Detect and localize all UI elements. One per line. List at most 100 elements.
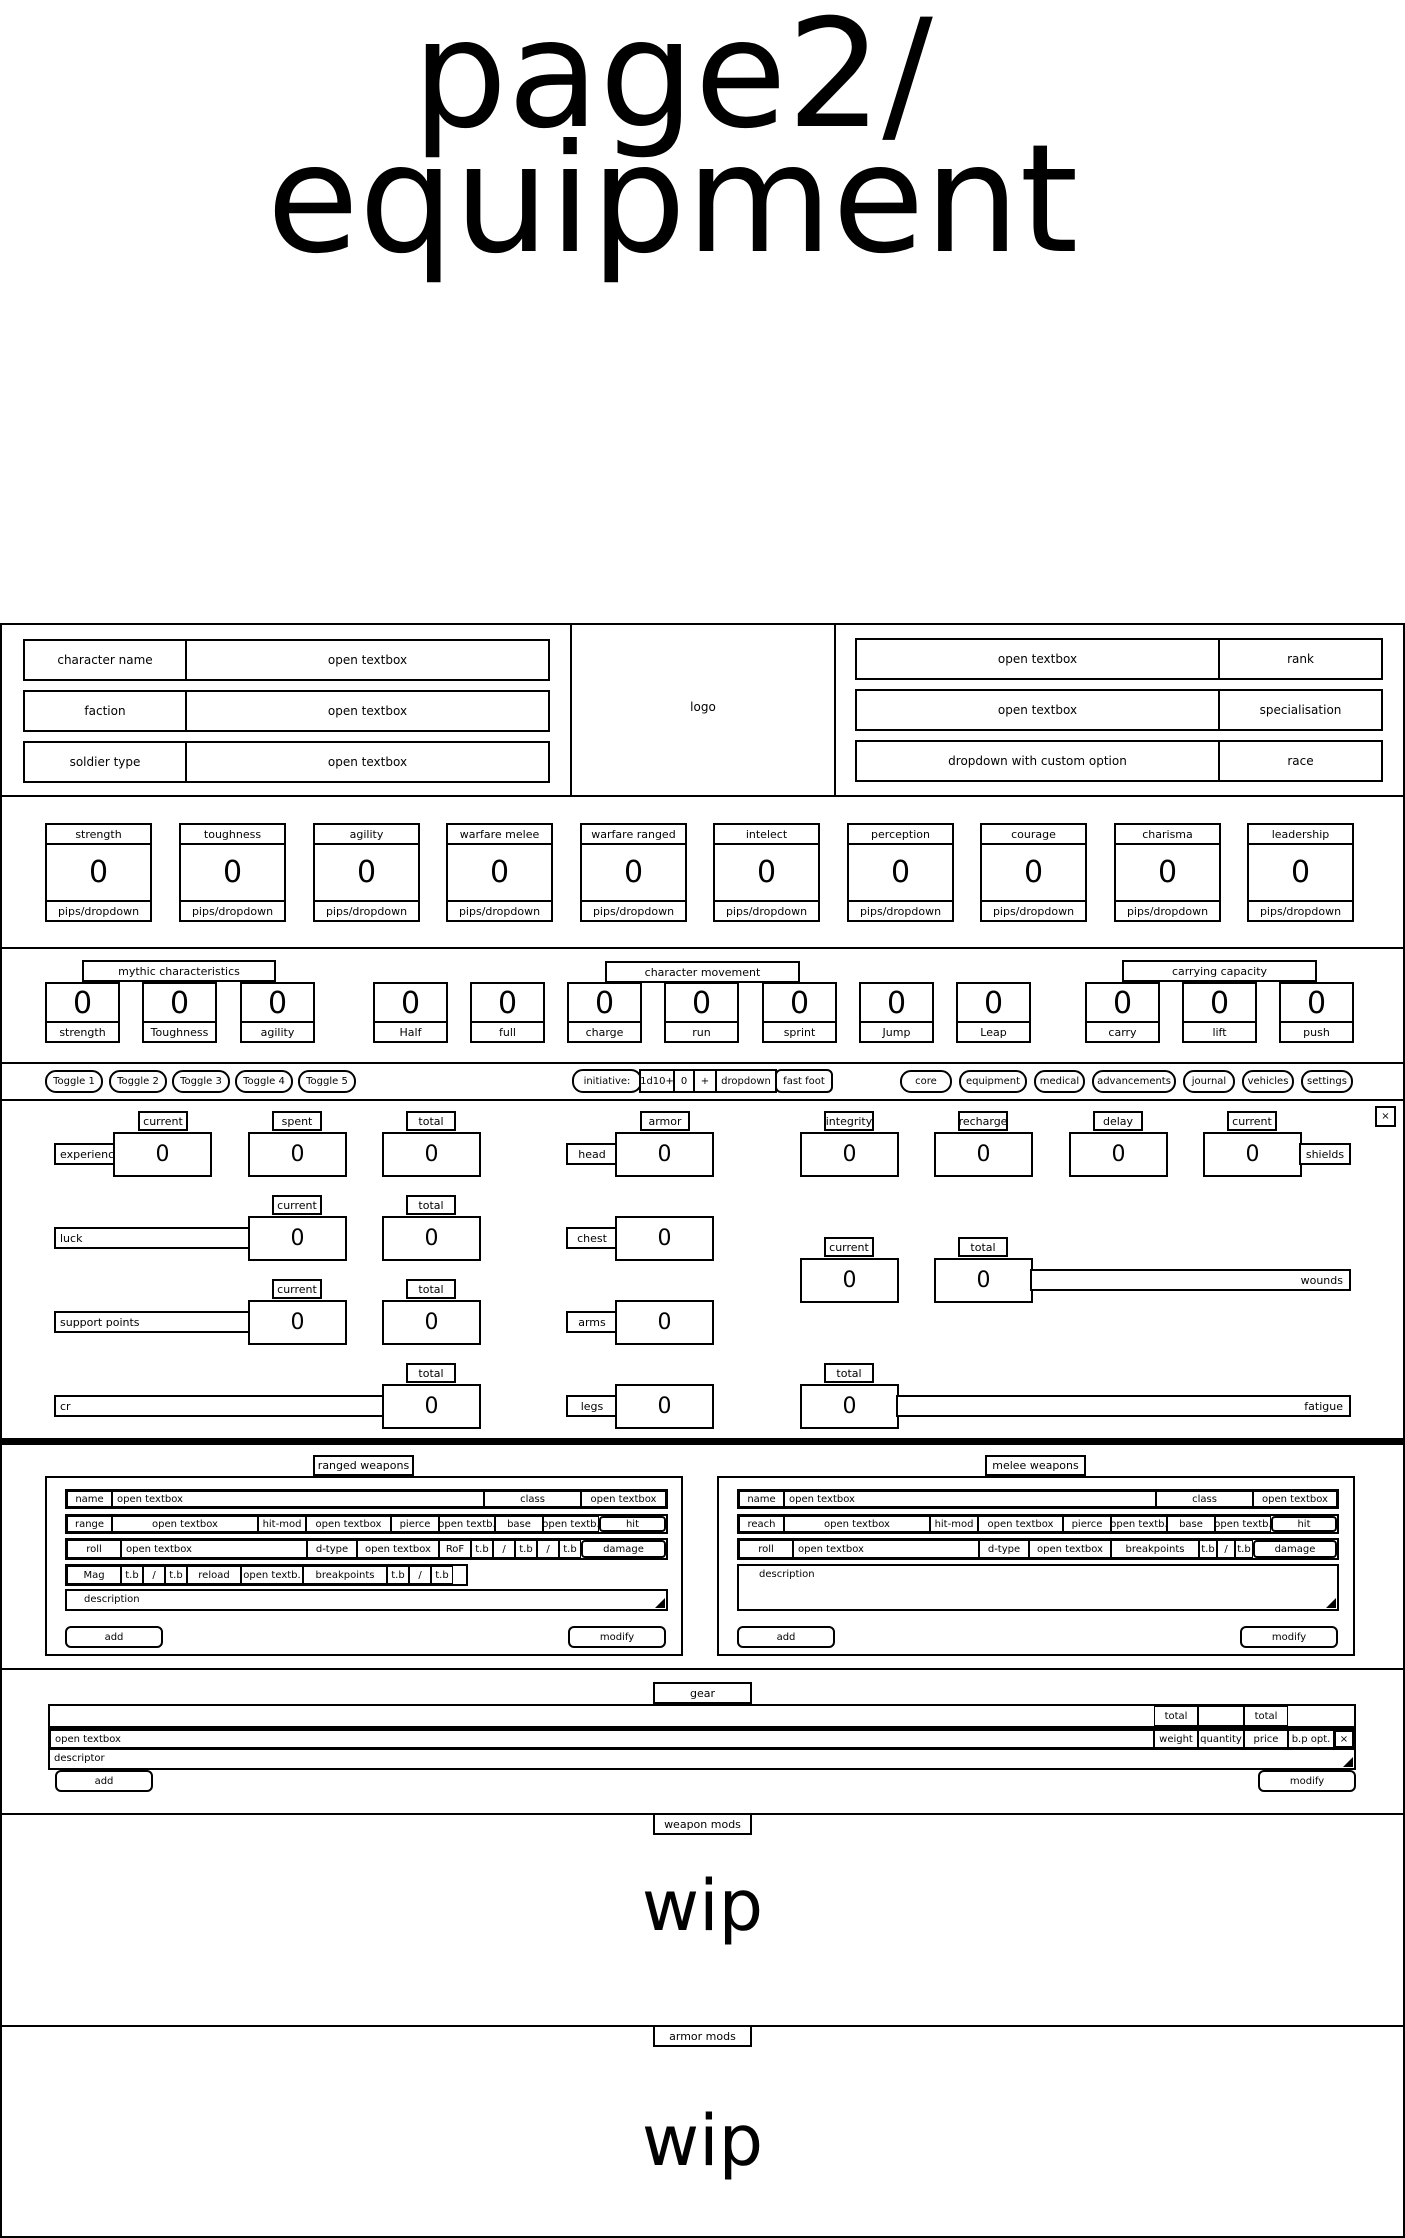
character-name-input[interactable]: open textbox	[185, 639, 550, 681]
stat-value[interactable]: 0	[45, 843, 152, 902]
experience-spent-input[interactable]: 0	[248, 1132, 347, 1177]
move-charge-value[interactable]: 0	[567, 982, 642, 1024]
melee-description-input[interactable]: description	[737, 1564, 1339, 1611]
melee-roll-input[interactable]: open textbox	[793, 1540, 979, 1558]
experience-current-input[interactable]: 0	[113, 1132, 212, 1177]
stat-value[interactable]: 0	[847, 843, 954, 902]
wounds-total-input[interactable]: 0	[934, 1258, 1033, 1303]
stat-value[interactable]: 0	[1247, 843, 1354, 902]
ranged-dtype-input[interactable]: open textbox	[357, 1540, 439, 1558]
nav-advancements-button[interactable]: advancements	[1092, 1070, 1176, 1093]
toggle-5-button[interactable]: Toggle 5	[298, 1070, 356, 1093]
fast-foot-toggle[interactable]: fast foot	[775, 1069, 833, 1093]
stat-value[interactable]: 0	[713, 843, 820, 902]
ranged-mag-input[interactable]: t.b	[121, 1566, 143, 1584]
cr-total-input[interactable]: 0	[382, 1384, 481, 1429]
stat-pips-dropdown[interactable]: pips/dropdown	[980, 900, 1087, 922]
ranged-class-input[interactable]: open textbox	[581, 1491, 666, 1507]
move-half-value[interactable]: 0	[373, 982, 448, 1024]
initiative-value[interactable]: 0	[673, 1069, 695, 1093]
gear-add-button[interactable]: add	[55, 1770, 153, 1792]
initiative-dropdown[interactable]: dropdown	[715, 1069, 777, 1093]
melee-base-input[interactable]: open textb.	[1215, 1516, 1271, 1532]
nav-settings-button[interactable]: settings	[1301, 1070, 1353, 1093]
ranged-mag-input[interactable]: t.b	[165, 1566, 187, 1584]
ranged-rof-input[interactable]: t.b	[515, 1540, 537, 1558]
gear-remove-icon[interactable]: ×	[1334, 1730, 1354, 1748]
melee-breakpoints-input[interactable]: t.b	[1199, 1540, 1217, 1558]
delay-input[interactable]: 0	[1069, 1132, 1168, 1177]
stat-value[interactable]: 0	[1114, 843, 1221, 902]
soldier-type-input[interactable]: open textbox	[185, 741, 550, 783]
move-sprint-value[interactable]: 0	[762, 982, 837, 1024]
resize-handle-icon[interactable]	[1326, 1598, 1336, 1608]
integrity-input[interactable]: 0	[800, 1132, 899, 1177]
wounds-current-input[interactable]: 0	[800, 1258, 899, 1303]
ranged-roll-input[interactable]: open textbox	[121, 1540, 307, 1558]
mythic-toughness-value[interactable]: 0	[142, 982, 217, 1024]
melee-breakpoints-input[interactable]: t.b	[1235, 1540, 1253, 1558]
gear-modify-button[interactable]: modify	[1258, 1770, 1356, 1792]
gear-name-input[interactable]: open textbox	[50, 1730, 1154, 1748]
melee-damage-button[interactable]: damage	[1253, 1540, 1337, 1558]
armor-head-input[interactable]: 0	[615, 1132, 714, 1177]
lift-value[interactable]: 0	[1182, 982, 1257, 1024]
melee-hit-mod-input[interactable]: open textbox	[978, 1516, 1063, 1532]
ranged-hit-mod-input[interactable]: open textbox	[306, 1516, 391, 1532]
nav-journal-button[interactable]: journal	[1183, 1070, 1235, 1093]
ranged-add-button[interactable]: add	[65, 1626, 163, 1648]
nav-medical-button[interactable]: medical	[1034, 1070, 1085, 1093]
stat-pips-dropdown[interactable]: pips/dropdown	[179, 900, 286, 922]
stat-pips-dropdown[interactable]: pips/dropdown	[713, 900, 820, 922]
stat-pips-dropdown[interactable]: pips/dropdown	[1247, 900, 1354, 922]
support-current-input[interactable]: 0	[248, 1300, 347, 1345]
melee-name-input[interactable]: open textbox	[784, 1491, 1156, 1507]
nav-vehicles-button[interactable]: vehicles	[1242, 1070, 1294, 1093]
luck-total-input[interactable]: 0	[382, 1216, 481, 1261]
luck-current-input[interactable]: 0	[248, 1216, 347, 1261]
toggle-4-button[interactable]: Toggle 4	[235, 1070, 293, 1093]
ranged-breakpoints-input[interactable]: t.b	[387, 1566, 409, 1584]
move-leap-value[interactable]: 0	[956, 982, 1031, 1024]
resize-handle-icon[interactable]	[655, 1598, 665, 1608]
stat-value[interactable]: 0	[179, 843, 286, 902]
stat-pips-dropdown[interactable]: pips/dropdown	[580, 900, 687, 922]
shields-current-input[interactable]: 0	[1203, 1132, 1302, 1177]
melee-hit-button[interactable]: hit	[1271, 1516, 1337, 1532]
melee-modify-button[interactable]: modify	[1240, 1626, 1338, 1648]
ranged-damage-button[interactable]: damage	[581, 1540, 666, 1558]
ranged-base-input[interactable]: open textb.	[543, 1516, 599, 1532]
move-run-value[interactable]: 0	[664, 982, 739, 1024]
race-dropdown[interactable]: dropdown with custom option	[855, 740, 1220, 782]
armor-arms-input[interactable]: 0	[615, 1300, 714, 1345]
ranged-hit-button[interactable]: hit	[599, 1516, 666, 1532]
ranged-name-input[interactable]: open textbox	[112, 1491, 484, 1507]
ranged-rof-input[interactable]: t.b	[559, 1540, 581, 1558]
recharge-input[interactable]: 0	[934, 1132, 1033, 1177]
stat-value[interactable]: 0	[313, 843, 420, 902]
gear-descriptor-input[interactable]: descriptor	[48, 1748, 1356, 1770]
toggle-3-button[interactable]: Toggle 3	[172, 1070, 230, 1093]
mythic-agility-value[interactable]: 0	[240, 982, 315, 1024]
nav-equipment-button[interactable]: equipment	[959, 1070, 1027, 1093]
mythic-strength-value[interactable]: 0	[45, 982, 120, 1024]
toggle-2-button[interactable]: Toggle 2	[109, 1070, 167, 1093]
armor-legs-input[interactable]: 0	[615, 1384, 714, 1429]
stat-value[interactable]: 0	[980, 843, 1087, 902]
fatigue-total-input[interactable]: 0	[800, 1384, 899, 1429]
stat-pips-dropdown[interactable]: pips/dropdown	[446, 900, 553, 922]
support-total-input[interactable]: 0	[382, 1300, 481, 1345]
ranged-rof-input[interactable]: t.b	[471, 1540, 493, 1558]
stat-pips-dropdown[interactable]: pips/dropdown	[313, 900, 420, 922]
melee-pierce-input[interactable]: open textb.	[1111, 1516, 1167, 1532]
carry-value[interactable]: 0	[1085, 982, 1160, 1024]
stat-pips-dropdown[interactable]: pips/dropdown	[1114, 900, 1221, 922]
ranged-breakpoints-input[interactable]: t.b	[431, 1566, 453, 1584]
melee-add-button[interactable]: add	[737, 1626, 835, 1648]
close-icon[interactable]: ×	[1375, 1106, 1396, 1127]
armor-chest-input[interactable]: 0	[615, 1216, 714, 1261]
stat-value[interactable]: 0	[446, 843, 553, 902]
move-jump-value[interactable]: 0	[859, 982, 934, 1024]
push-value[interactable]: 0	[1279, 982, 1354, 1024]
ranged-range-input[interactable]: open textbox	[112, 1516, 258, 1532]
